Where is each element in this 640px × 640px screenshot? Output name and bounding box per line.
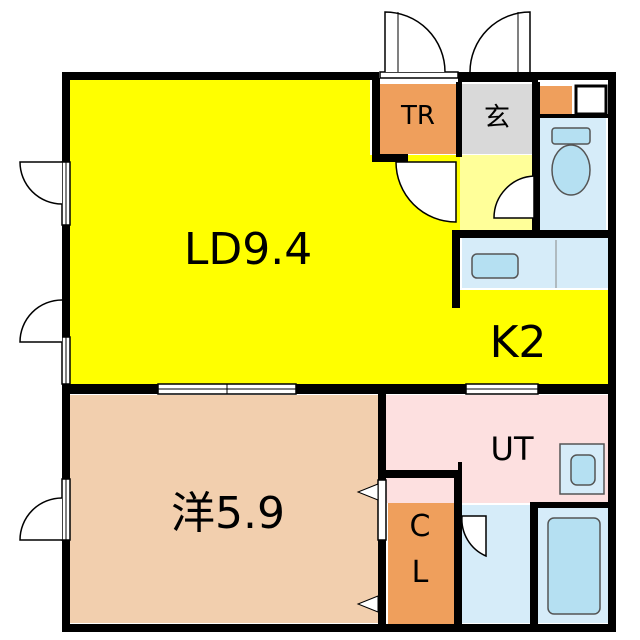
western-room-fill [70, 395, 378, 623]
kitchen-sink-icon [471, 253, 519, 279]
toilet-tank [551, 127, 591, 145]
bathtub-icon [547, 517, 601, 615]
closet-door-marks [356, 483, 379, 613]
entry-door-right [469, 11, 531, 73]
west-window-door-top [19, 161, 63, 205]
toilet-door [493, 175, 535, 219]
entry-door-left [384, 11, 446, 73]
storage-box [574, 84, 608, 116]
west-window-door-bottom [19, 497, 63, 541]
room-label-western: 洋5.9 [171, 488, 285, 539]
room-label-utility: UT [491, 430, 534, 468]
door-swings [19, 11, 535, 558]
entrance-fill [462, 84, 534, 154]
west-window-door-mid [19, 299, 63, 343]
bath-door [461, 515, 487, 558]
ld-door [395, 161, 457, 223]
room-label-closet-bottom: L [412, 555, 429, 590]
trunk-room-fill [380, 84, 456, 154]
toilet-bowl-icon [551, 144, 591, 196]
window-lines [65, 162, 538, 540]
room-label-trunk: TR [400, 101, 435, 131]
walls [62, 72, 616, 632]
washbasin-icon [570, 454, 596, 486]
storage-fill [538, 86, 572, 114]
door-wings [397, 12, 519, 72]
room-label-ld: LD9.4 [184, 224, 312, 275]
room-label-closet-top: C [410, 509, 431, 544]
kitchen-fill [460, 290, 610, 385]
room-label-kitchen: K2 [490, 317, 547, 368]
living-dining-fill [70, 80, 370, 385]
room-label-entrance: 玄 [484, 103, 510, 133]
